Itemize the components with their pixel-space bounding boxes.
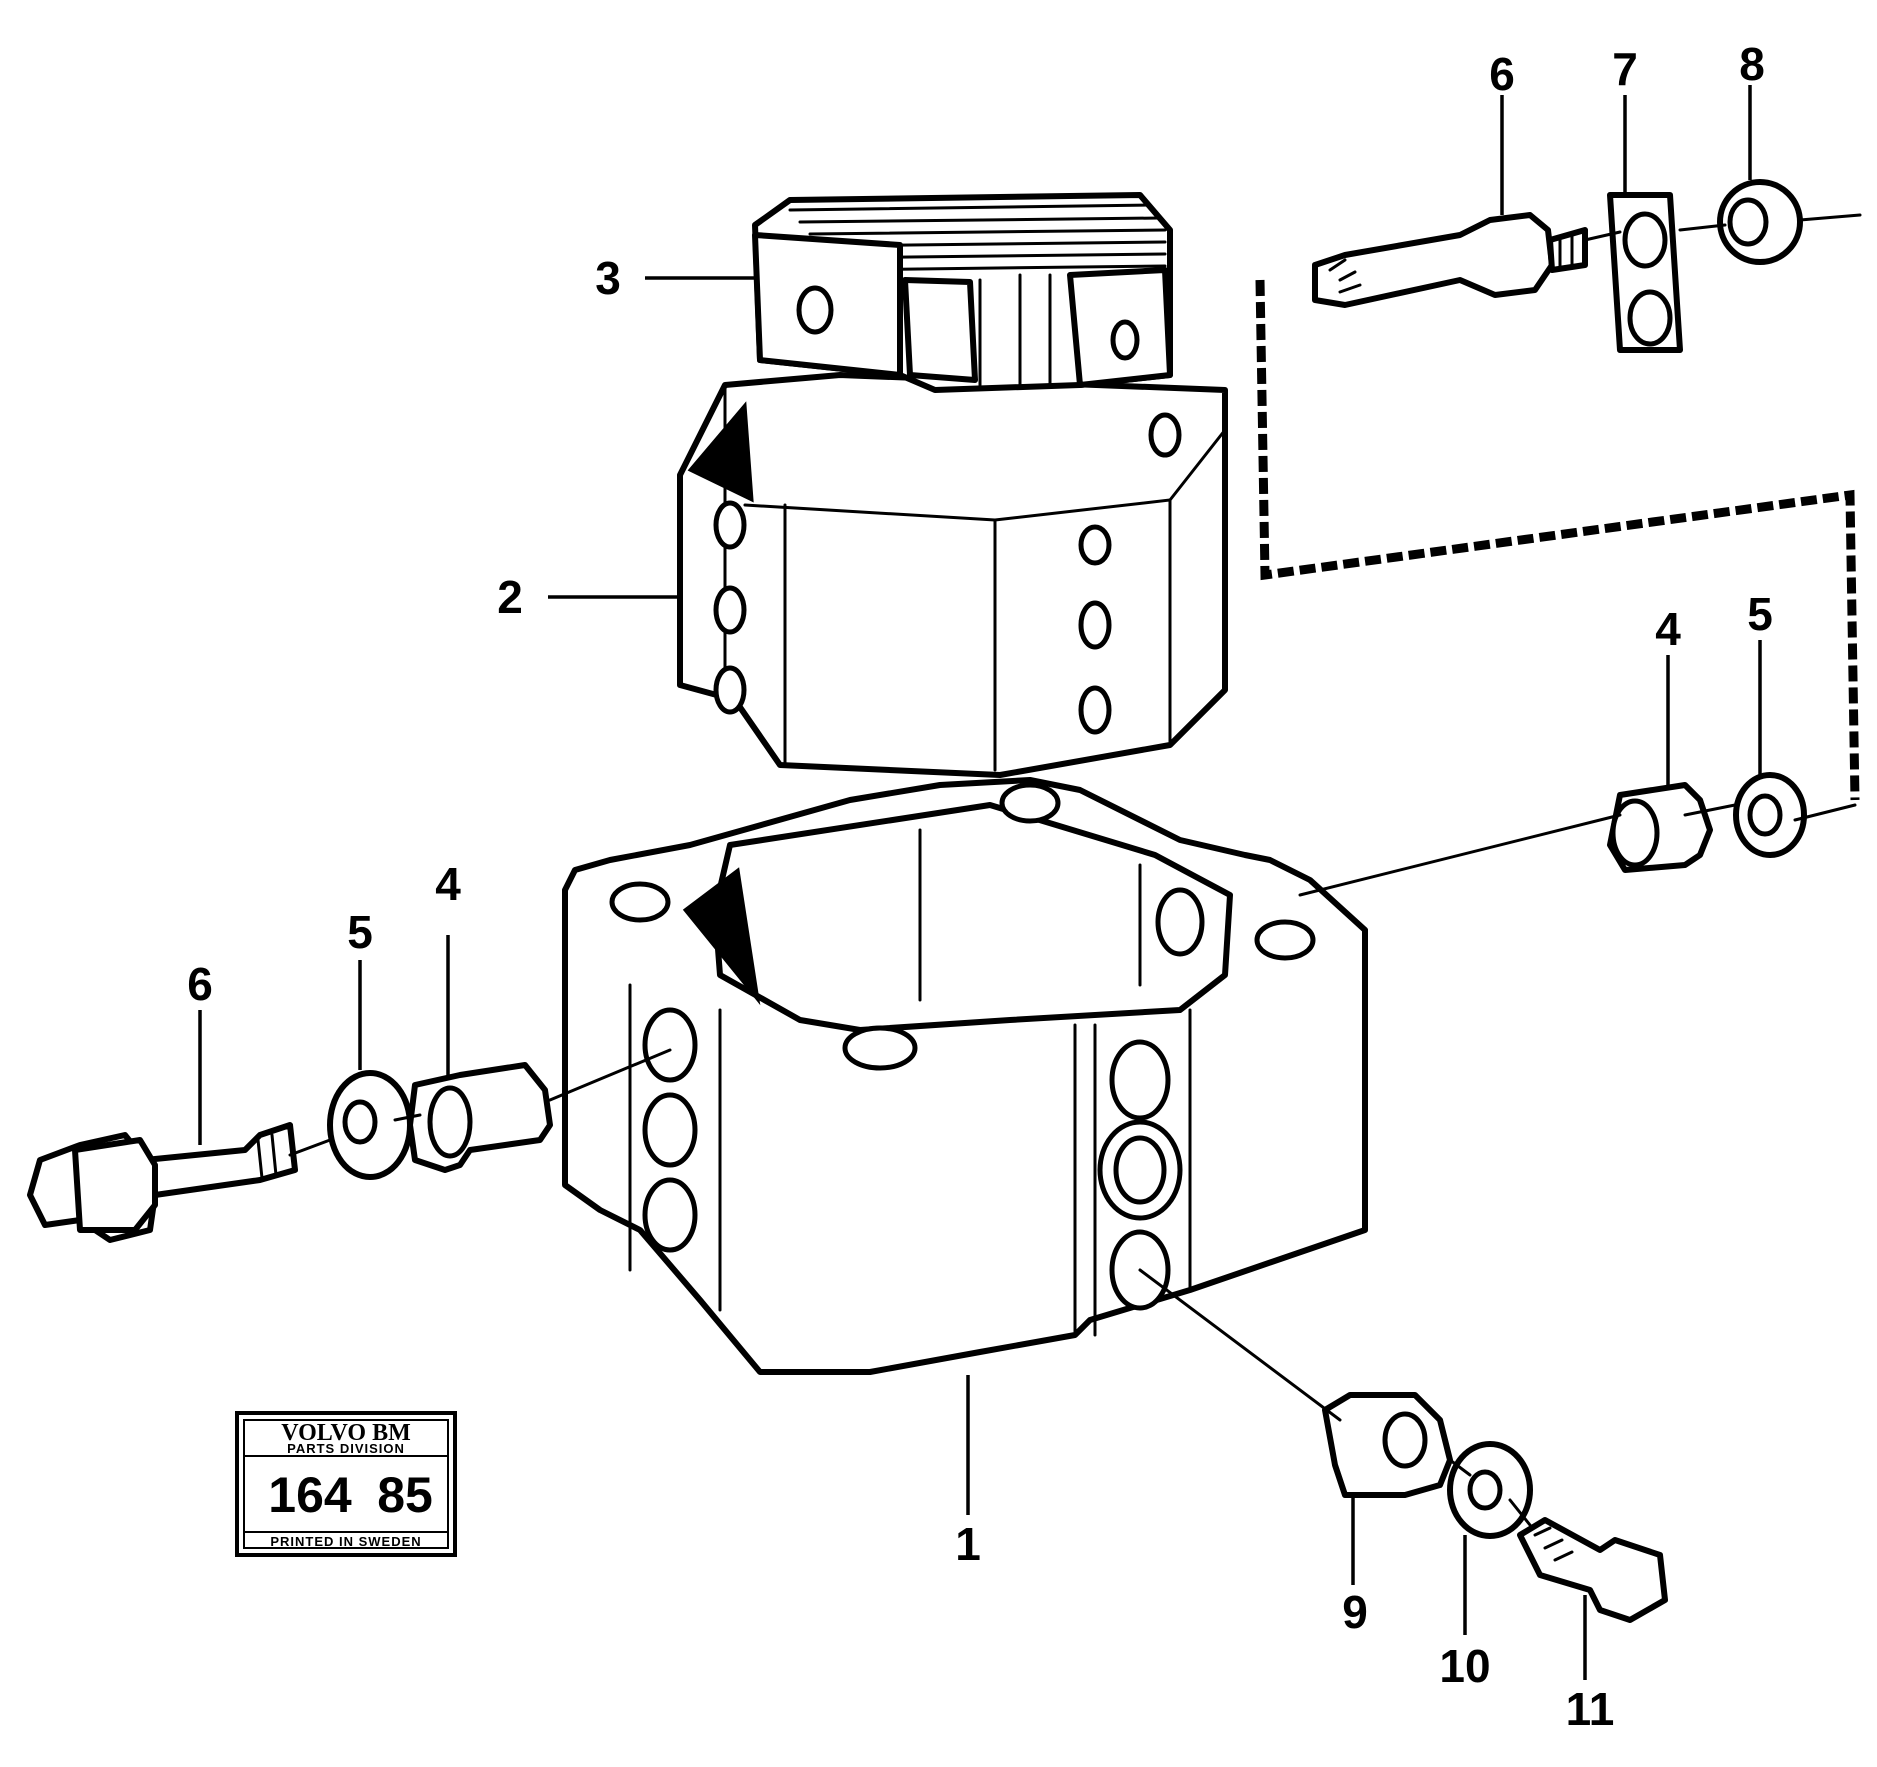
shroud-hole bbox=[713, 585, 747, 635]
stamp-number-right: 85 bbox=[377, 1467, 433, 1523]
stamp-division: PARTS DIVISION bbox=[287, 1441, 405, 1456]
shroud-hole bbox=[713, 665, 747, 715]
callout-4: 4 bbox=[1655, 603, 1681, 655]
callout-5: 5 bbox=[347, 906, 373, 958]
housing-bore bbox=[642, 1177, 698, 1253]
part-5-washer-right bbox=[1733, 772, 1807, 858]
rectifier-mount-hole bbox=[796, 285, 834, 335]
housing-top-hole bbox=[609, 881, 671, 923]
callout-10: 10 bbox=[1439, 1640, 1490, 1692]
part-8-nut bbox=[1717, 179, 1803, 265]
part-9-bushing bbox=[1322, 1392, 1453, 1498]
shroud-hole bbox=[1078, 524, 1112, 566]
leader-lines bbox=[198, 85, 1762, 1680]
callout-6: 6 bbox=[1489, 48, 1515, 100]
plate-hole bbox=[1627, 289, 1673, 347]
part-6-stud-left bbox=[27, 1122, 298, 1243]
part-5-washer-left bbox=[327, 1070, 413, 1180]
shroud-corner-wedge bbox=[687, 401, 754, 503]
callout-8: 8 bbox=[1739, 38, 1765, 90]
housing-top-hole bbox=[1254, 919, 1316, 961]
callout-7: 7 bbox=[1612, 43, 1638, 95]
plate-hole bbox=[1622, 211, 1668, 269]
part-7-plate bbox=[1607, 192, 1683, 353]
housing-top-hole bbox=[842, 1025, 918, 1071]
shroud-hole bbox=[713, 500, 747, 550]
callout-11: 11 bbox=[1566, 1683, 1615, 1735]
stamp-footer: PRINTED IN SWEDEN bbox=[270, 1534, 421, 1549]
part-4-bushing-right bbox=[1607, 782, 1713, 873]
part-3-rectifier bbox=[752, 192, 1173, 393]
housing-corner-wedge bbox=[682, 867, 761, 1006]
callout-9: 9 bbox=[1342, 1586, 1368, 1638]
volvo-bm-stamp: VOLVO BM PARTS DIVISION 164 85 PRINTED I… bbox=[235, 1411, 457, 1557]
housing-bore bbox=[1113, 1135, 1167, 1205]
housing-bore bbox=[1109, 1039, 1171, 1121]
callout-2: 2 bbox=[497, 571, 523, 623]
callout-3: 3 bbox=[595, 252, 621, 304]
callout-1: 1 bbox=[955, 1518, 981, 1570]
housing-bore bbox=[1155, 887, 1205, 957]
housing-bore bbox=[642, 1092, 698, 1168]
assembly-lines bbox=[288, 213, 1862, 1527]
housing-top-hole bbox=[999, 782, 1061, 824]
part-4-bushing-left bbox=[407, 1062, 553, 1173]
shroud-hole bbox=[1078, 685, 1112, 735]
shroud-hole bbox=[1148, 412, 1182, 458]
part-1-housing bbox=[562, 777, 1368, 1375]
rectifier-mount-hole bbox=[1110, 319, 1140, 361]
part-10-washer bbox=[1447, 1441, 1533, 1539]
part-2-shroud bbox=[677, 372, 1228, 778]
callout-6: 6 bbox=[187, 958, 213, 1010]
callouts: 1 2 3 4 5 6 7 8 4 5 6 9 10 11 bbox=[187, 38, 1773, 1735]
stamp-brand: VOLVO BM bbox=[281, 1420, 411, 1446]
dashed-assembly-path bbox=[1255, 279, 1860, 801]
housing-bore bbox=[642, 1007, 698, 1083]
shroud-hole bbox=[1078, 600, 1112, 650]
part-11-bolt bbox=[1517, 1517, 1668, 1623]
callout-5: 5 bbox=[1747, 588, 1773, 640]
part-6-stud-top bbox=[1312, 212, 1588, 308]
callout-4: 4 bbox=[435, 858, 461, 910]
stamp-number-left: 164 bbox=[268, 1467, 352, 1523]
